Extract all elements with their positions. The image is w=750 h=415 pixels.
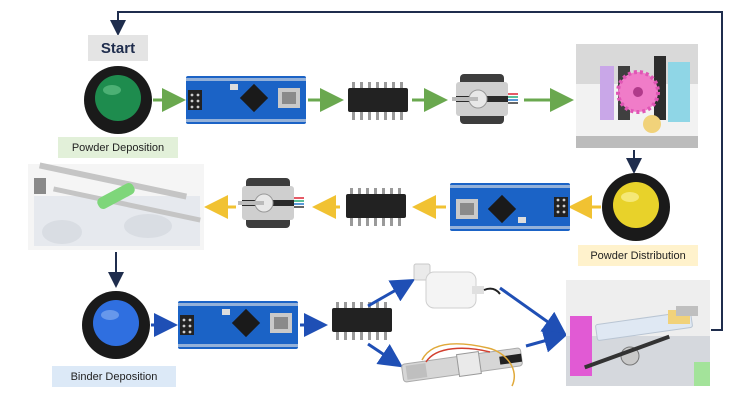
arduino-nano-1 (186, 76, 306, 124)
arrow-pump-to-binder-mechanism (499, 286, 567, 336)
linear-stepper-actuator (401, 343, 523, 387)
binder-deposition-label: Binder Deposition (52, 366, 176, 387)
motor-driver-chip-2 (346, 188, 406, 226)
arduino-nano-3 (178, 301, 298, 349)
loop-back-arrow (110, 11, 723, 331)
motor-driver-chip-1 (348, 82, 408, 120)
green-push-button (84, 66, 152, 134)
mini-water-pump (413, 263, 501, 309)
arrow-driver-to-pump (367, 279, 416, 308)
gear-mechanism-image (576, 44, 698, 148)
powder-spreader-image (28, 162, 204, 250)
arrow-driver-to-linear-actuator (367, 342, 403, 368)
yellow-push-button (602, 173, 670, 241)
powder-deposition-label: Powder Deposition (58, 137, 178, 158)
powder-distribution-label: Powder Distribution (578, 245, 698, 266)
motor-driver-chip-3 (332, 302, 392, 340)
blue-push-button (82, 291, 150, 359)
binder-mechanism-image (566, 280, 710, 386)
arrow-actuator-to-binder-mechanism (525, 329, 568, 353)
stepper-motor-2 (237, 177, 305, 229)
start-label: Start (88, 35, 148, 61)
stepper-motor-1 (451, 73, 519, 125)
arduino-nano-2 (450, 183, 570, 231)
